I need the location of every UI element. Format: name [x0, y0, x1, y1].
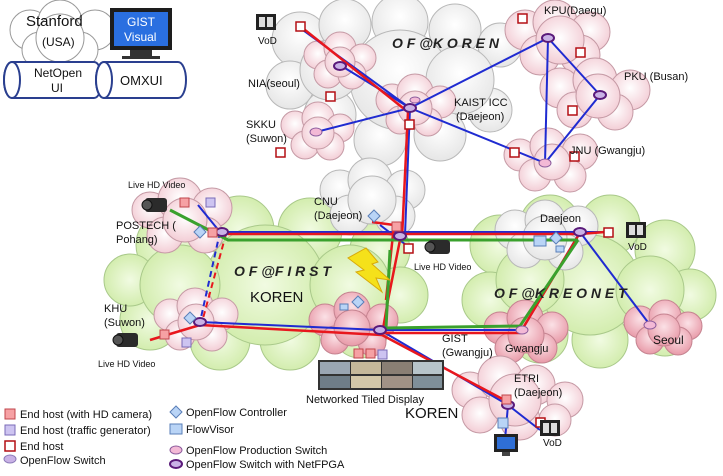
legend-end-host-swatch	[4, 440, 16, 452]
label-skku-1: SKKU	[246, 119, 276, 131]
label-jnu: JNU (Gwangju)	[570, 145, 645, 157]
label-seoul: Seoul	[653, 333, 684, 347]
label-postech-2: Pohang)	[116, 234, 158, 246]
traffic-gen-hosts	[181, 197, 388, 360]
label-gwangju: Gwangju	[505, 343, 548, 355]
hd-camera-hosts	[159, 197, 512, 405]
region-of-koren: O F @K O R E N	[392, 35, 500, 51]
legend-label-of-switch: OpenFlow Switch	[20, 455, 106, 467]
label-kaist-2: (Daejeon)	[456, 111, 504, 123]
switch-cnu	[393, 231, 407, 241]
label-stanford: Stanford	[26, 13, 83, 30]
legend-label-hd-camera: End host (with HD camera)	[20, 409, 152, 421]
cloud-etri	[451, 355, 584, 441]
end-hosts	[275, 13, 614, 428]
label-khu-2: (Suwon)	[104, 317, 145, 329]
label-postech-1: POSTECH (	[116, 220, 176, 232]
switch-pku	[593, 90, 607, 100]
switch-khu	[193, 317, 207, 327]
label-daejeon: Daejeon	[540, 213, 581, 225]
controllers	[183, 209, 563, 325]
legend-symbols	[3, 405, 183, 469]
legend-controller-swatch	[169, 405, 183, 419]
legend-hd-camera-swatch	[4, 408, 16, 420]
label-gist-visual-1: GIST	[127, 15, 156, 29]
label-kaist-1: KAIST ICC	[454, 97, 508, 109]
label-cnu-1: CNU	[314, 196, 338, 208]
label-gist-visual-2: Visual	[124, 30, 156, 44]
legend-production-swatch	[169, 445, 183, 455]
legend-label-traffic-gen: End host (traffic generator)	[20, 425, 151, 437]
camera-icon-khu	[112, 333, 138, 347]
cloud-skku	[280, 101, 355, 161]
region-of-kreonet: O F @K R E O N E T	[494, 285, 628, 301]
label-tiled-display: Networked Tiled Display	[306, 394, 424, 406]
switch-nia	[333, 61, 347, 71]
legend-flowvisor-swatch	[169, 423, 183, 435]
label-usa: (USA)	[42, 35, 75, 49]
label-vod-bottom: VoD	[543, 438, 562, 449]
label-live-khu: Live HD Video	[98, 359, 155, 369]
camera-icon-postech	[141, 198, 167, 212]
switch-kpu	[541, 33, 555, 43]
production-switches	[309, 96, 657, 335]
switch-daejeon	[573, 227, 587, 237]
switch-kaist	[403, 103, 417, 113]
label-etri-2: (Daejeon)	[514, 387, 562, 399]
omxui-cylinder	[95, 61, 187, 99]
legend-traffic-gen-swatch	[4, 424, 16, 436]
region-koren-mid: KOREN	[250, 289, 303, 306]
gist-visual-monitor	[110, 8, 172, 59]
label-netopen-1: NetOpen	[34, 66, 82, 80]
legend-label-controller: OpenFlow Controller	[186, 407, 287, 419]
label-pku: PKU (Busan)	[624, 71, 688, 83]
film-icon-right	[626, 222, 646, 238]
legend-label-netfpga: OpenFlow Switch with NetFPGA	[186, 459, 345, 471]
flowvisor-boxes	[339, 235, 565, 311]
label-netopen-2: UI	[51, 81, 63, 95]
switch-gist	[373, 325, 387, 335]
label-khu-1: KHU	[104, 303, 127, 315]
label-vod-right: VoD	[628, 242, 647, 253]
region-koren-bottom: KOREN	[405, 405, 458, 422]
label-nia: NIA(seoul)	[248, 78, 300, 90]
legend-label-production: OpenFlow Production Switch	[186, 445, 327, 457]
region-of-first: O F @F I R S T	[234, 263, 332, 279]
camera-icon-cnu	[424, 240, 450, 254]
label-live-postech: Live HD Video	[128, 180, 185, 190]
label-live-cnu: Live HD Video	[414, 262, 471, 272]
lightning-bolt	[347, 247, 392, 294]
label-gist-1: GIST	[442, 333, 468, 345]
film-icon-bottom	[540, 420, 560, 436]
legend-label-end-host: End host	[20, 441, 63, 453]
links-red-dashed	[201, 233, 227, 323]
label-omxui: OMXUI	[120, 73, 163, 88]
links-blue-dashed	[199, 231, 221, 323]
label-vod-top: VoD	[258, 36, 277, 47]
legend-label-flowvisor: FlowVisor	[186, 424, 234, 436]
stanford-cloud	[9, 0, 116, 69]
legend-netfpga-swatch	[169, 459, 183, 469]
cloud-jnu	[503, 127, 599, 193]
tiled-display	[318, 360, 444, 390]
etri-monitor-icon	[494, 434, 518, 456]
label-kpu: KPU(Daegu)	[544, 5, 606, 17]
label-etri-1: ETRI	[514, 373, 539, 385]
label-gist-2: (Gwangju)	[442, 347, 493, 359]
film-icon-top	[256, 14, 276, 30]
legend-of-switch-swatch	[3, 454, 17, 464]
label-skku-2: (Suwon)	[246, 133, 287, 145]
etri-flowvisor	[497, 417, 509, 429]
cloud-seoul	[623, 299, 703, 356]
cloud-kpu	[504, 0, 611, 76]
label-cnu-2: (Daejeon)	[314, 210, 362, 222]
switch-postech	[215, 227, 229, 237]
